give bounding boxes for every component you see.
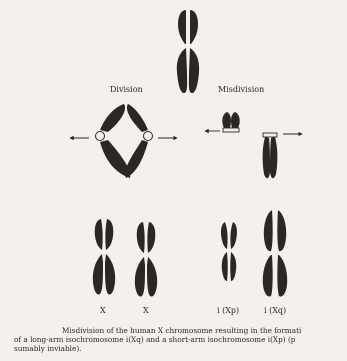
result-x-chromosome-2 bbox=[135, 222, 157, 297]
i-xp-label: i (Xp) bbox=[217, 307, 239, 315]
division-anaphase bbox=[96, 104, 153, 178]
misdivision-label: Misdivision bbox=[218, 86, 264, 94]
isochromosome-xq bbox=[263, 210, 287, 297]
caption-line-1: Misdivision of the human X chromosome re… bbox=[14, 326, 347, 335]
division-label: Division bbox=[110, 86, 143, 94]
caption-line-2: of a long-arm isochromosome i(Xq) and a … bbox=[14, 335, 347, 344]
result-x-chromosome-1 bbox=[93, 219, 115, 295]
x-right-label: X bbox=[143, 307, 149, 315]
i-xq-label: i (Xq) bbox=[264, 307, 286, 315]
misdivision-long-arm bbox=[263, 133, 278, 178]
x-left-label: X bbox=[100, 307, 106, 315]
top-x-chromosome bbox=[177, 10, 199, 93]
caption-line-3: sumably inviable). bbox=[14, 344, 347, 353]
misdivision-short-arm bbox=[222, 112, 239, 132]
figure-caption: Misdivision of the human X chromosome re… bbox=[14, 326, 347, 353]
isochromosome-xp bbox=[221, 222, 237, 281]
